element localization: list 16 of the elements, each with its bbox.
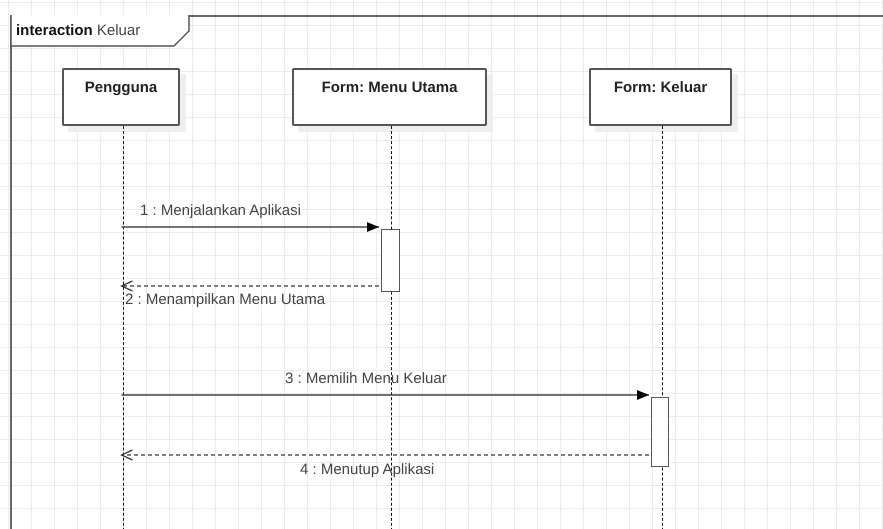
activation-bar [651,397,669,467]
activation-bar [381,229,400,292]
message-label: 2 : Menampilkan Menu Utama [125,291,326,308]
return-message-arrow [120,449,649,461]
interaction-frame [10,15,883,529]
message-label: 3 : Memilih Menu Keluar [285,370,447,387]
message-arrow [122,390,649,400]
message-arrow [122,222,379,232]
message-label: 4 : Menutup Aplikasi [300,461,434,478]
participant-name: Form: Menu Utama [322,79,458,97]
message-label: 1 : Menjalankan Aplikasi [140,202,301,219]
participant-name: Pengguna [84,79,158,97]
participant-name: Form: Keluar [614,79,708,97]
return-message-arrow [120,280,379,292]
lifeline [123,126,124,529]
frame-label: interaction Keluar [16,22,140,39]
